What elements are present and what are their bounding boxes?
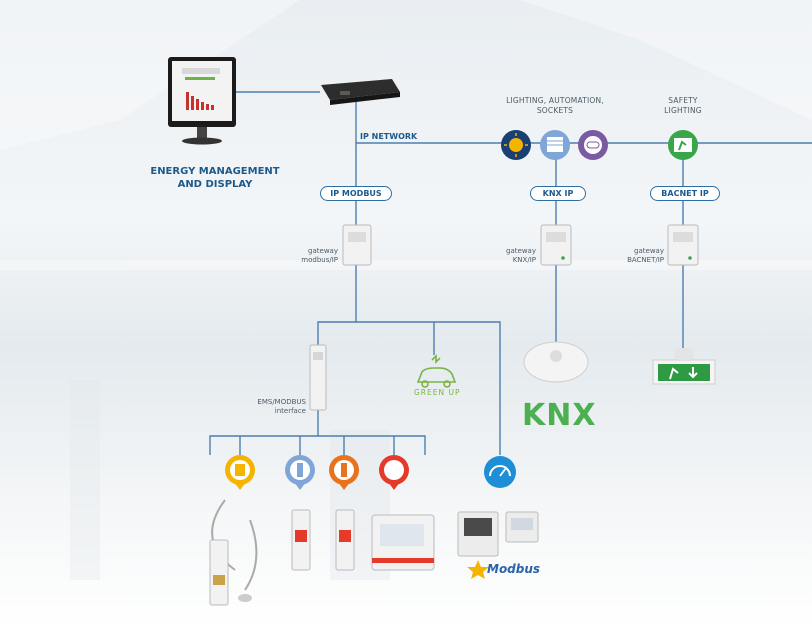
knx-ip-badge: KNX IP	[530, 186, 586, 201]
safety-lighting-title: SAFETY LIGHTING	[664, 96, 702, 115]
red-controller-icon	[379, 455, 409, 490]
bacnet-ip-badge: BACNET IP	[650, 186, 720, 201]
gateway-modbus-ip	[342, 224, 372, 266]
modbus-logo: Modbus	[487, 562, 541, 576]
breaker-device-orange	[335, 509, 355, 571]
ip-network-label: IP NETWORK	[360, 132, 418, 141]
purple-socket-icon	[578, 130, 608, 160]
gateway-knx-ip	[540, 224, 572, 266]
bacnet-gateway-caption: gateway BACNET/IP	[627, 247, 664, 264]
ems-interface-caption: EMS/MODBUS interface	[257, 398, 306, 415]
monitor-display	[168, 57, 236, 145]
knx-logo: KNX	[522, 398, 596, 433]
background-ceiling	[70, 380, 390, 580]
green-up-label: GREEN UP	[414, 388, 461, 397]
energy-management-title: ENERGY MANAGEMENT AND DISPLAY	[150, 166, 280, 190]
orange-breaker-icon	[329, 455, 359, 490]
current-sensor-device	[209, 499, 258, 606]
knx-logo-text: KNX	[522, 398, 597, 433]
blue-gauge-icon	[484, 456, 516, 488]
blue-breaker-icon	[285, 455, 315, 490]
ip-modbus-badge: IP MODBUS	[320, 186, 392, 201]
breaker-device-blue	[291, 509, 311, 571]
knx-gateway-caption: gateway KNX/IP	[506, 247, 536, 264]
controller-device	[371, 514, 435, 571]
yellow-meter-icon	[225, 455, 255, 490]
ip-router	[321, 79, 400, 105]
lighting-automation-title: LIGHTING, AUTOMATION, SOCKETS	[506, 96, 604, 115]
yellow-sun-icon	[501, 130, 531, 160]
modbus-meter-devices	[457, 511, 539, 557]
electric-car-icon	[416, 354, 457, 388]
knx-ceiling-detector	[523, 341, 589, 383]
ems-modbus-interface	[309, 344, 327, 411]
gateway-bacnet-ip	[667, 224, 699, 266]
exit-sign	[652, 348, 716, 385]
blue-shutter-icon	[540, 130, 570, 160]
modbus-gateway-caption: gateway modbus/IP	[301, 247, 338, 264]
modbus-star-icon	[467, 560, 489, 579]
green-exit-icon	[668, 130, 698, 160]
